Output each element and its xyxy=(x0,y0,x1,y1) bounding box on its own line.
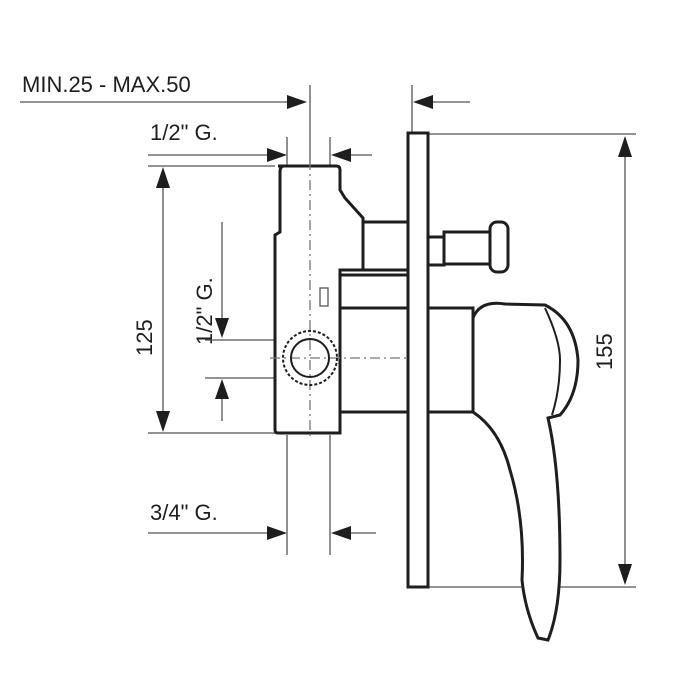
bottom-connection-dimension xyxy=(148,435,376,555)
cartridge-housing xyxy=(338,306,410,414)
body-height-dimension xyxy=(148,165,275,434)
body-bracket xyxy=(338,273,410,310)
wall-plate xyxy=(406,131,430,589)
outlet-port-outer xyxy=(282,330,338,386)
diverter-knob xyxy=(426,220,510,274)
valve-body xyxy=(270,160,575,440)
side-connection-label: 1/2" G. xyxy=(192,277,217,345)
body-height-label: 125 xyxy=(132,319,157,356)
plate-height-label: 155 xyxy=(592,333,617,370)
top-connection-dimension xyxy=(148,137,372,165)
side-connection-dimension xyxy=(205,222,275,421)
diverter-stem-housing xyxy=(361,220,410,272)
bottom-connection-label: 3/4" G. xyxy=(150,500,218,525)
lever-handle xyxy=(426,301,580,642)
outlet-port-inner xyxy=(290,338,330,378)
depth-dimension-line xyxy=(20,85,470,165)
top-connection-label: 1/2" G. xyxy=(150,120,218,145)
depth-range-label: MIN.25 - MAX.50 xyxy=(22,72,191,97)
